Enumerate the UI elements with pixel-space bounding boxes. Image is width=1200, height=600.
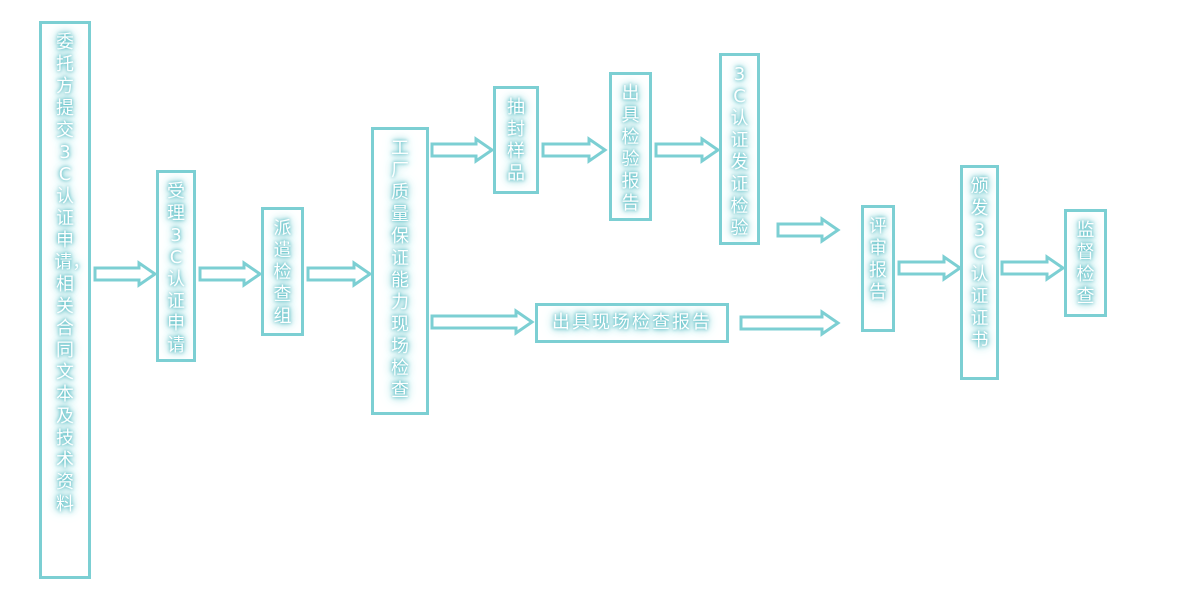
node-review: 评审报告 (861, 205, 895, 332)
node-site-report: 出具现场检查报告 (535, 303, 729, 343)
node-sample: 抽封样品 (493, 86, 539, 194)
node-submit-label: 委托方提交3C认证申请，相关合同文本及技术资料 (54, 32, 91, 515)
node-test-report-label: 出具检验报告 (621, 83, 640, 214)
node-accept: 受理3C认证申请 (156, 170, 196, 362)
node-assign-label: 派遣检查组 (273, 218, 292, 327)
node-supervise-label: 监督检查 (1076, 220, 1095, 307)
arrow-inspect-sample (430, 136, 495, 164)
node-test-report: 出具检验报告 (609, 72, 652, 221)
node-issue: 颁发3C认证证书 (960, 165, 999, 380)
node-site-report-label: 出具现场检查报告 (552, 312, 712, 333)
arrow-test-report-cert-test (654, 136, 721, 164)
node-review-label: 评审报告 (869, 216, 887, 303)
arrow-sample-test-report (541, 136, 608, 164)
node-supervise: 监督检查 (1064, 209, 1107, 317)
node-assign: 派遣检查组 (261, 207, 304, 336)
node-cert-test-label: 3C认证发证检验 (730, 64, 749, 239)
arrow-site-report-review (739, 309, 841, 337)
node-accept-label: 受理3C认证申请 (167, 181, 185, 356)
node-issue-label: 颁发3C认证证书 (970, 176, 989, 351)
node-inspect: 工厂质量保证能力现场检查 (371, 127, 429, 415)
arrow-accept-assign (198, 260, 263, 288)
arrow-cert-test-review (776, 216, 841, 244)
arrow-submit-accept (93, 260, 158, 288)
node-cert-test: 3C认证发证检验 (719, 53, 760, 245)
arrow-assign-inspect (306, 260, 373, 288)
arrow-inspect-site-report (430, 308, 535, 336)
arrow-issue-supervise (1000, 254, 1066, 282)
node-inspect-label: 工厂质量保证能力现场检查 (391, 138, 409, 401)
arrow-review-issue (897, 254, 963, 282)
node-sample-label: 抽封样品 (507, 97, 525, 184)
node-submit: 委托方提交3C认证申请，相关合同文本及技术资料 (39, 21, 91, 579)
